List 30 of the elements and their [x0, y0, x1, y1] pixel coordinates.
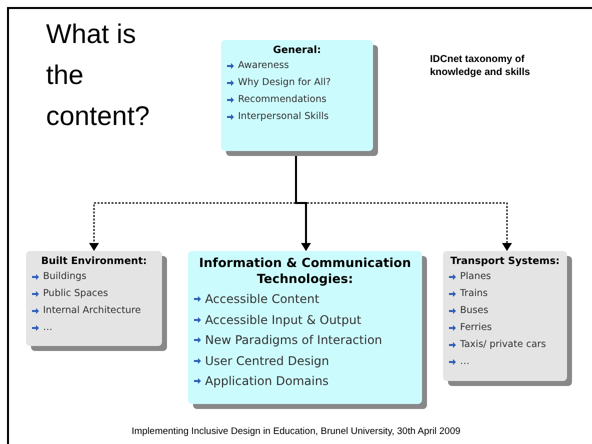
box-heading: Built Environment:	[40, 255, 148, 268]
list-item: Trains	[460, 287, 488, 301]
list-item: Buildings	[43, 270, 86, 284]
list-item: Recommendations	[238, 93, 326, 107]
topic-box	[443, 251, 567, 381]
footer-caption: Implementing Inclusive Design in Education, Brunel University, 30th April 2009	[130, 425, 462, 439]
topic-box	[188, 251, 422, 404]
box-heading: General:	[272, 44, 322, 57]
list-item: Accessible Input & Output	[205, 312, 362, 328]
list-item: …	[43, 321, 52, 335]
list-item: New Paradigms of Interaction	[205, 332, 382, 349]
list-item: Application Domains	[205, 373, 329, 390]
topic-box	[221, 40, 373, 151]
list-item: Ferries	[460, 321, 492, 335]
note-text: IDCnet taxonomy of knowledge and skills	[430, 53, 532, 79]
box-heading: Transport Systems:	[449, 255, 561, 268]
list-item: …	[460, 355, 470, 369]
list-item: Accessible Content	[205, 291, 320, 308]
list-item: Public Spaces	[43, 287, 108, 301]
list-item: Why Design for All?	[238, 76, 331, 90]
list-item: Awareness	[238, 59, 290, 73]
list-item: Interpersonal Skills	[238, 110, 329, 124]
list-item: Buses	[460, 304, 488, 318]
list-item: User Centred Design	[205, 352, 330, 370]
box-heading: Information & Communication Technologies:	[198, 255, 412, 287]
list-item: Internal Architecture	[43, 304, 141, 318]
list-item: Taxis/ private cars	[460, 338, 546, 352]
slide-title: What is the content?	[46, 18, 151, 133]
list-item: Planes	[460, 270, 492, 284]
topic-box	[26, 251, 162, 346]
